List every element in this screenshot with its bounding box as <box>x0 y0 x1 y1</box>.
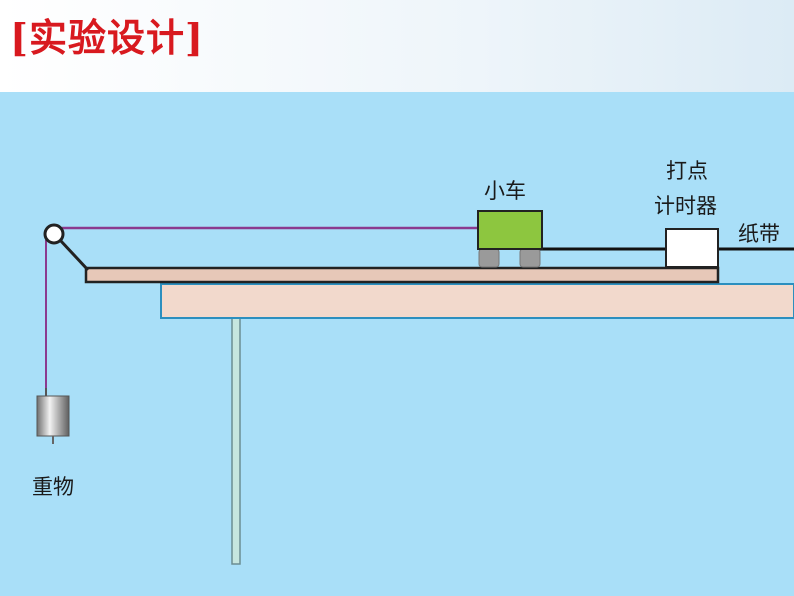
tabletop <box>160 283 794 319</box>
page-title: [实验设计] <box>10 15 204 60</box>
apparatus-svg <box>36 210 794 565</box>
experiment-diagram: 小车 打点 计时器 纸带 重物 <box>0 92 794 596</box>
weight-label: 重物 <box>32 475 74 499</box>
board <box>84 266 720 284</box>
cart-wheel-right <box>519 248 541 268</box>
cart-body <box>477 210 543 250</box>
cart-label: 小车 <box>484 179 526 203</box>
pulley-bracket <box>58 238 90 272</box>
cart-wheel-left <box>478 248 500 268</box>
tape-label: 纸带 <box>738 222 780 246</box>
timer-label-line1: 打点 <box>666 159 708 183</box>
weight-body <box>36 395 70 437</box>
ticker-timer <box>665 228 719 268</box>
timer-label-line2: 计时器 <box>654 194 717 218</box>
pulley <box>43 223 65 245</box>
table-leg <box>231 317 241 565</box>
header-banner: [实验设计] <box>0 0 794 92</box>
